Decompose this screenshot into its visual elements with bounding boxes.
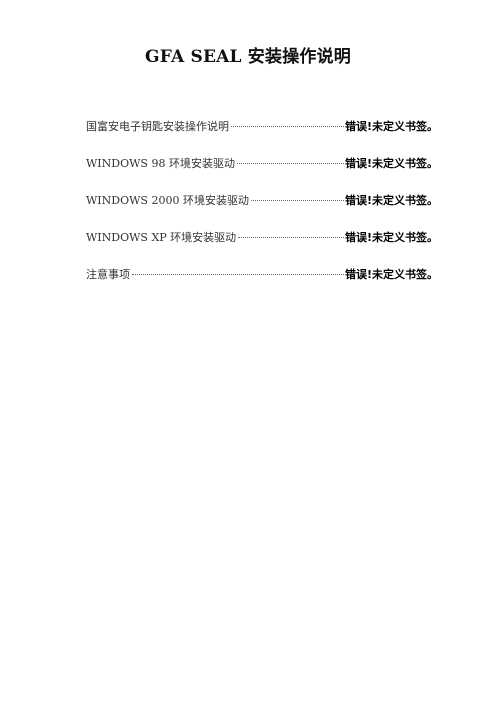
toc-leader-dots xyxy=(236,163,344,164)
toc-entry-page-ref: 错误!未定义书签。 xyxy=(344,194,438,207)
toc-entry[interactable]: 国富安电子钥匙安装操作说明 错误!未定义书签。 xyxy=(86,118,438,135)
toc-entry-label: WINDOWS XP 环境安装驱动 xyxy=(86,231,237,244)
toc-entry-page-ref: 错误!未定义书签。 xyxy=(344,268,438,281)
toc-entry-label: 国富安电子钥匙安装操作说明 xyxy=(86,120,229,133)
toc-entry-page-ref: 错误!未定义书签。 xyxy=(344,231,438,244)
toc-leader-dots xyxy=(250,200,344,201)
toc-entry[interactable]: WINDOWS 98 环境安装驱动 错误!未定义书签。 xyxy=(86,155,438,172)
toc-entry[interactable]: WINDOWS 2000 环境安装驱动 错误!未定义书签。 xyxy=(86,192,438,209)
toc-entry-page-ref: 错误!未定义书签。 xyxy=(344,120,438,133)
table-of-contents: 国富安电子钥匙安装操作说明 错误!未定义书签。 WINDOWS 98 环境安装驱… xyxy=(86,118,438,303)
toc-entry-label: WINDOWS 2000 环境安装驱动 xyxy=(86,194,249,207)
toc-entry-page-ref: 错误!未定义书签。 xyxy=(344,157,438,170)
toc-leader-dots xyxy=(231,126,344,127)
toc-leader-dots xyxy=(132,274,344,275)
toc-entry[interactable]: 注意事项 错误!未定义书签。 xyxy=(86,266,438,283)
toc-entry[interactable]: WINDOWS XP 环境安装驱动 错误!未定义书签。 xyxy=(86,229,438,246)
toc-entry-label: 注意事项 xyxy=(86,268,130,281)
toc-leader-dots xyxy=(238,237,344,238)
toc-entry-label: WINDOWS 98 环境安装驱动 xyxy=(86,157,235,170)
document-title: GFA SEAL 安装操作说明 xyxy=(145,47,351,67)
